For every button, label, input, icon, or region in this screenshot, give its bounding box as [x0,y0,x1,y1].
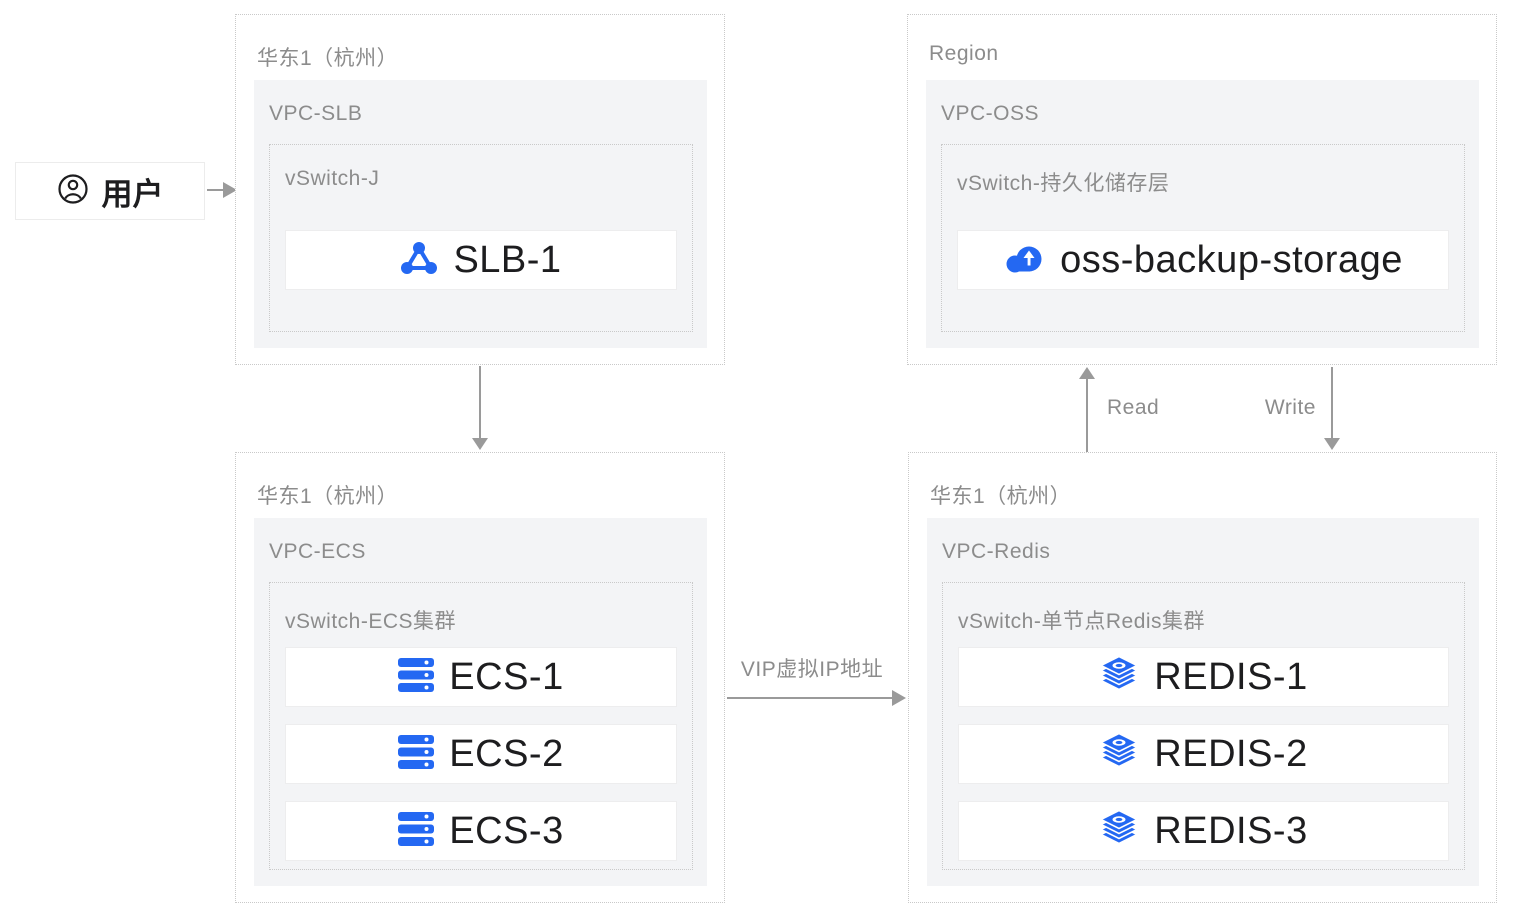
vpc-ecs: VPC-ECS vSwitch-ECS集群 ECS-1 [254,518,707,886]
node-card-redis-2: REDIS-2 [958,724,1449,784]
node-card-ecs-2: ECS-2 [285,724,677,784]
vpc-title: VPC-ECS [269,540,366,563]
redis-icon [1099,809,1140,852]
arrow-read-line [1086,378,1088,452]
node-card-ecs-1: ECS-1 [285,647,677,707]
vpc-title: VPC-Redis [942,540,1051,563]
node-label: ECS-1 [449,655,564,698]
node-label: ECS-2 [449,732,564,775]
region-box-ecs: 华东1（杭州） VPC-ECS vSwitch-ECS集群 [235,452,725,903]
ecs-icon [398,657,435,697]
node-label: REDIS-1 [1154,655,1308,698]
arrow-ecs-to-redis-line [727,697,894,699]
vpc-redis: VPC-Redis vSwitch-单节点Redis集群 [927,518,1479,886]
arrow-ecs-to-redis-head [892,690,906,706]
vswitch-title: vSwitch-持久化储存层 [957,172,1170,195]
vswitch-single-node-redis-cluster: vSwitch-单节点Redis集群 REDIS-1 [942,582,1465,870]
node-card-redis-1: REDIS-1 [958,647,1449,707]
arrow-read-head [1079,367,1095,379]
region-box-redis: 华东1（杭州） VPC-Redis vSwitch-单节点Redis集群 [908,452,1497,903]
redis-icon [1099,655,1140,698]
vip-arrow-label: VIP虚拟IP地址 [740,658,884,681]
vswitch-title: vSwitch-单节点Redis集群 [958,610,1206,633]
slb-icon [400,240,438,281]
ecs-icon [398,734,435,774]
arrow-user-to-slb-head [223,182,237,198]
region-title: 华东1（杭州） [257,485,399,508]
arrow-write-head [1324,438,1340,450]
vpc-slb: VPC-SLB vSwitch-J SLB-1 [254,80,707,348]
user-card: 用户 [15,162,205,220]
vswitch-persistent-storage: vSwitch-持久化储存层 oss-backup-storage [941,144,1465,332]
vpc-title: VPC-OSS [941,102,1040,125]
vpc-title: VPC-SLB [269,102,363,125]
vswitch-title: vSwitch-J [285,167,380,190]
region-box-slb: 华东1（杭州） VPC-SLB vSwitch-J SLB-1 [235,14,725,365]
vpc-oss: VPC-OSS vSwitch-持久化储存层 oss-backup-storag… [926,80,1479,348]
user-label: 用户 [101,176,164,212]
vswitch-j: vSwitch-J SLB-1 [269,144,693,332]
read-arrow-label: Read [1107,396,1160,419]
vswitch-title: vSwitch-ECS集群 [285,610,457,633]
region-title: 华东1（杭州） [930,485,1072,508]
node-card-oss-backup-storage: oss-backup-storage [957,230,1449,290]
arrow-user-to-slb-line [207,189,226,191]
node-card-slb-1: SLB-1 [285,230,677,290]
node-label: REDIS-2 [1154,732,1308,775]
arrow-write-line [1331,367,1333,439]
arrow-slb-to-ecs-line [479,366,481,440]
write-arrow-label: Write [1264,396,1316,419]
ecs-icon [398,811,435,851]
region-title: Region [929,42,999,65]
node-card-redis-3: REDIS-3 [958,801,1449,861]
node-label: ECS-3 [449,809,564,852]
redis-icon [1099,732,1140,775]
user-icon [57,173,89,210]
node-label: oss-backup-storage [1060,238,1403,281]
node-label: REDIS-3 [1154,809,1308,852]
region-box-oss: Region VPC-OSS vSwitch-持久化储存层 os [907,14,1497,365]
vswitch-ecs-cluster: vSwitch-ECS集群 ECS-1 [269,582,693,870]
arrow-slb-to-ecs-head [472,438,488,450]
region-title: 华东1（杭州） [257,47,399,70]
node-label: SLB-1 [453,238,562,281]
oss-icon [1003,243,1045,278]
node-card-ecs-3: ECS-3 [285,801,677,861]
